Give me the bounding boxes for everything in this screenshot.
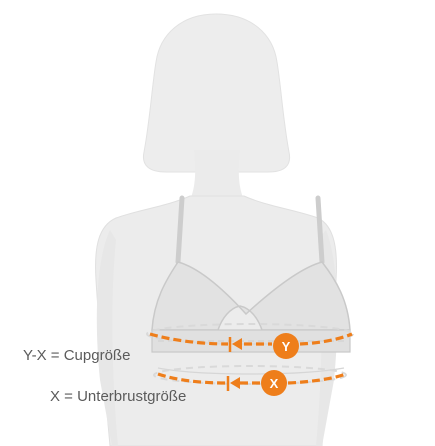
underbust-marker-label: X <box>270 376 279 391</box>
bust-marker-label: Y <box>282 339 291 354</box>
cup-size-formula-label: Y-X = Cupgröße <box>23 348 130 363</box>
head-silhouette <box>143 14 289 200</box>
underbust-formula-label: X = Unterbrustgröße <box>50 389 186 404</box>
